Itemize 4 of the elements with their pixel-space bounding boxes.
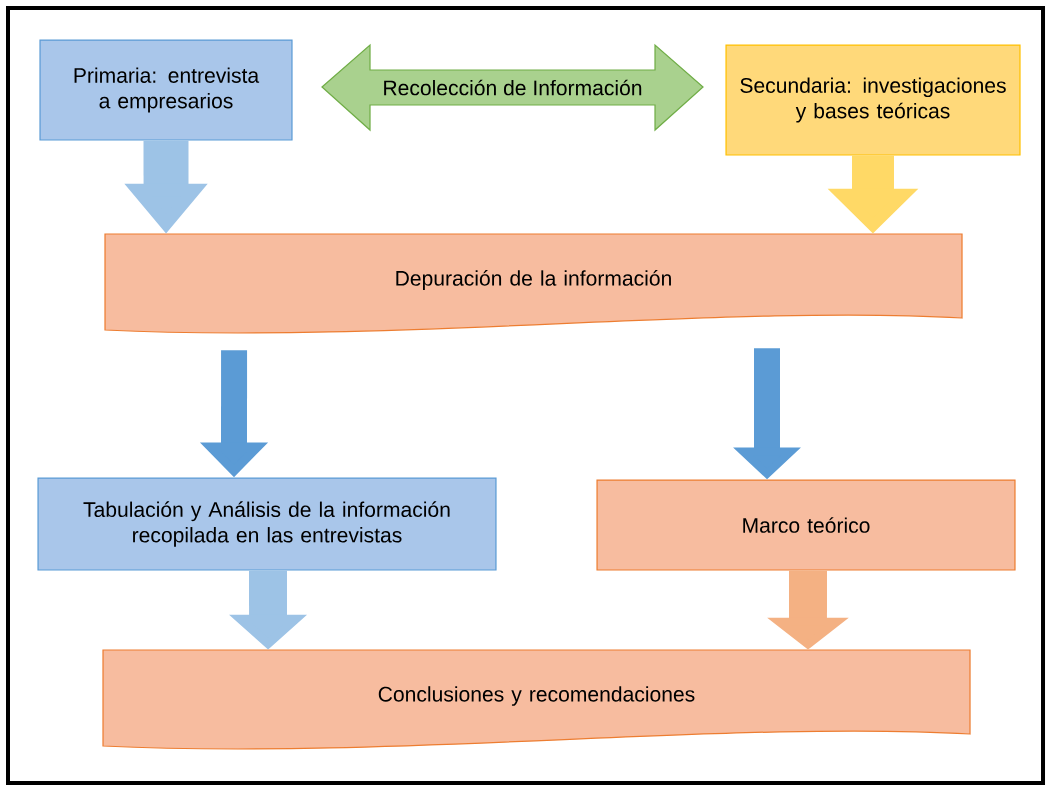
- process-box: Secundaria: investigaciones y bases teóricas: [725, 44, 1021, 156]
- process-box: Primaria: entrevista a empresarios: [39, 39, 293, 141]
- process-box: Tabulación y Análisis de la información recopilada en las entrevistas: [37, 477, 497, 571]
- process-box: Marco teórico: [596, 479, 1016, 571]
